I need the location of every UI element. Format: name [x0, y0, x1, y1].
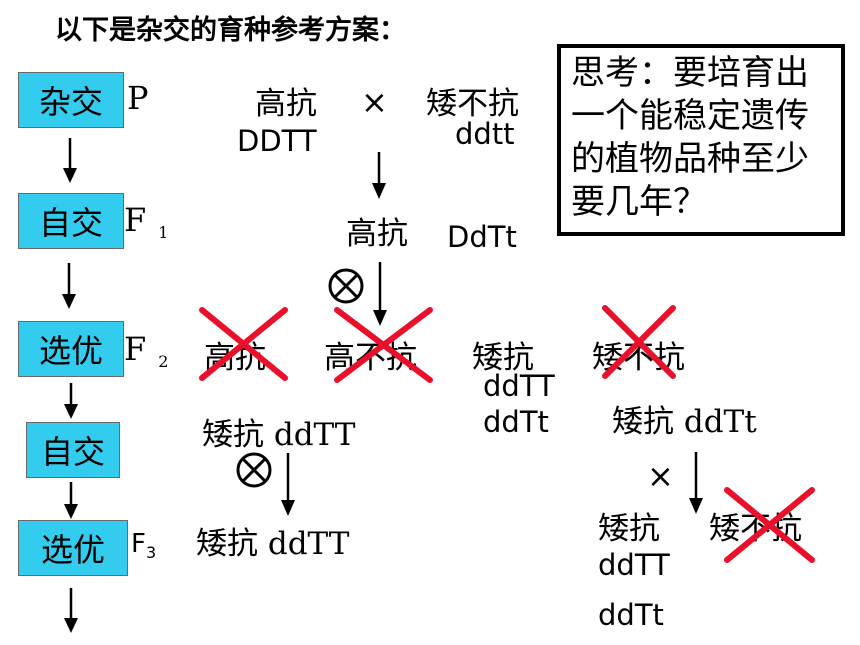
parent2-genotype: ddtt [455, 117, 515, 151]
arrow-head-icon [63, 168, 77, 183]
branch-right-label: 矮抗 ddTt [612, 404, 757, 440]
step-label: 自交 [40, 433, 105, 471]
arrow-head-icon [689, 498, 703, 514]
arrow-head-icon [281, 500, 295, 516]
arrow-head-icon [64, 618, 78, 633]
page-title: 以下是杂交的育种参考方案： [55, 15, 406, 46]
step-self-cross: 自交 [18, 193, 124, 249]
step-self-cross-2: 自交 [26, 422, 120, 478]
eliminate-x-icon [602, 305, 676, 379]
branch-left-result: 矮抗 ddTT [196, 526, 350, 562]
step-label: 杂交 [38, 83, 103, 121]
parent2-trait: 矮不抗 [426, 86, 519, 122]
self-cross-icon [236, 452, 272, 488]
generation-p: P [127, 79, 149, 117]
self-cross-icon [328, 268, 364, 304]
arrow-head-icon [64, 404, 78, 419]
parent1-genotype: DDTT [237, 124, 317, 158]
cross-symbol-right: × [647, 457, 674, 495]
f2-dwarf-resistant: 矮抗 [472, 340, 534, 376]
arrow-head-icon [64, 504, 78, 519]
step-label: 自交 [38, 204, 103, 242]
step-label: 选优 [40, 531, 105, 569]
step-label: 选优 [38, 332, 103, 370]
eliminate-x-icon [199, 307, 288, 381]
arrow-head-icon [373, 310, 387, 326]
generation-f3: F3 [131, 529, 157, 563]
cross-symbol: × [361, 83, 388, 121]
step-select-2: 选优 [18, 520, 128, 576]
offspring-genotype-ddTt: ddTt [598, 598, 664, 632]
f1-trait: 高抗 [346, 216, 408, 252]
f2-genotype-ddTT: ddTT [483, 369, 555, 403]
parent1-trait: 高抗 [255, 86, 317, 122]
f2-genotype-ddTt: ddTt [483, 405, 549, 439]
eliminate-x-icon [724, 487, 815, 563]
branch-left-label: 矮抗 ddTT [202, 417, 356, 453]
step-select: 选优 [18, 321, 124, 377]
think-question-box: 思考：要培育出一个能稳定遗传的植物品种至少要几年？ [557, 44, 845, 236]
offspring-dwarf-resistant: 矮抗 [598, 511, 660, 547]
f1-genotype: DdTt [447, 220, 517, 254]
step-hybrid: 杂交 [18, 72, 124, 128]
arrow-head-icon [62, 294, 76, 309]
eliminate-x-icon [334, 307, 433, 383]
offspring-genotype-ddTT: ddTT [598, 548, 670, 582]
arrow-head-icon [372, 183, 386, 199]
